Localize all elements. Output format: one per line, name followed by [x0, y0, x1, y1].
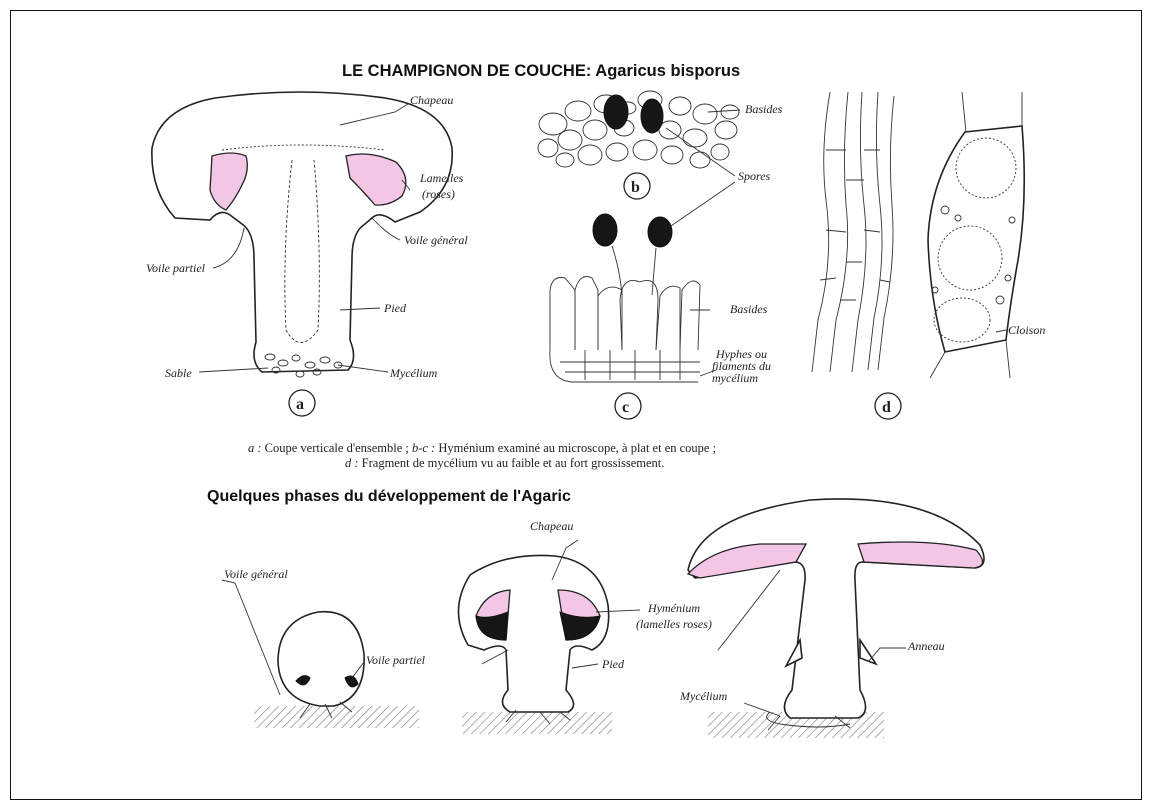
phase-3-mature-stage: Anneau Mycélium [679, 499, 984, 738]
svg-text:d : Fragment de mycélium vu au: d : Fragment de mycélium vu au faible et… [345, 456, 664, 470]
spore-c-2 [648, 217, 672, 247]
label-lamelles: Lamelles [419, 171, 464, 185]
figure-b-hymenium-flat: Basides Spores b [538, 91, 783, 228]
figure-b-letter: b [631, 179, 640, 196]
phase-1-button-stage: Voile général Voile partiel [222, 567, 426, 728]
figure-a-vertical-section: Chapeau Lamelles (roses) Voile général V… [146, 92, 468, 416]
caption: a : Coupe verticale d'ensemble ; b-c : H… [248, 441, 716, 470]
label-anneau: Anneau [907, 639, 945, 653]
label-voile-general: Voile général [404, 233, 468, 247]
soil-2 [462, 712, 612, 734]
figure-d-mycelium-fragment: Cloison d [812, 92, 1045, 419]
spore-c-1 [593, 214, 617, 246]
mushroom-phase-3 [688, 499, 984, 718]
figure-c-letter: c [622, 399, 629, 416]
mycelium-cell [928, 126, 1024, 352]
mushroom-phase-1 [278, 612, 364, 706]
mushroom-a-body [152, 92, 452, 372]
label-chapeau-p2: Chapeau [530, 519, 573, 533]
figure-a-letter: a [296, 396, 304, 413]
label-roses: (roses) [422, 187, 455, 201]
label-cloison: Cloison [1008, 323, 1045, 337]
phases-heading: Quelques phases du développement de l'Ag… [207, 488, 571, 505]
caption-a-text: Coupe verticale d'ensemble ; [262, 441, 412, 455]
figure-d-letter: d [882, 399, 891, 416]
label-hyphes-3: mycélium [712, 371, 758, 385]
label-sable: Sable [165, 366, 192, 380]
label-voile-partiel-p1: Voile partiel [366, 653, 426, 667]
label-pied-p2: Pied [601, 657, 625, 671]
label-pied: Pied [383, 301, 407, 315]
label-spores: Spores [738, 169, 771, 183]
label-hymenium-1: Hyménium [647, 601, 700, 615]
label-basides-b: Basides [745, 102, 783, 116]
spore-b-1 [604, 95, 628, 129]
soil-1 [254, 706, 419, 728]
label-mycelium-p3: Mycélium [679, 689, 728, 703]
label-basides-c: Basides [730, 302, 768, 316]
label-mycelium: Mycélium [389, 366, 438, 380]
caption-a-key: a : [248, 441, 262, 455]
phase-2-young-stage: Chapeau Hyménium (lamelles roses) Pied [458, 519, 711, 734]
caption-d-key: d : [345, 456, 359, 470]
svg-text:a : Coupe verticale d'ensemble: a : Coupe verticale d'ensemble ; b-c : H… [248, 441, 716, 455]
caption-bc-text: Hyménium examiné au microscope, à plat e… [435, 441, 716, 455]
caption-d-text: Fragment de mycélium vu au faible et au … [359, 456, 665, 470]
label-voile-general-p1: Voile général [224, 567, 288, 581]
caption-bc-key: b-c : [412, 441, 435, 455]
label-chapeau: Chapeau [410, 93, 453, 107]
plate-title: LE CHAMPIGNON DE COUCHE: Agaricus bispor… [342, 62, 740, 80]
spore-b-2 [641, 99, 663, 133]
label-voile-partiel: Voile partiel [146, 261, 206, 275]
figure-c-hymenium-section: Basides Hyphes ou filaments du mycélium … [550, 214, 771, 419]
label-hymenium-2: (lamelles roses) [636, 617, 712, 631]
ring-right [860, 640, 876, 664]
